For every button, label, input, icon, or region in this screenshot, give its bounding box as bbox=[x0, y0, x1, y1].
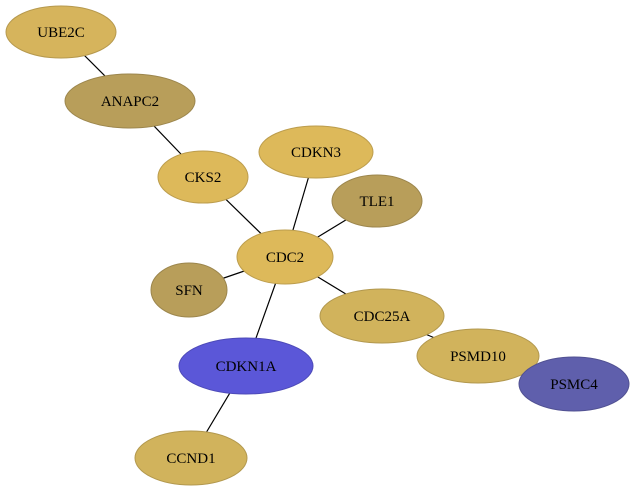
node-cks2[interactable]: CKS2 bbox=[157, 150, 249, 204]
node-label-sfn: SFN bbox=[175, 283, 203, 299]
node-shape-psmd10[interactable] bbox=[416, 328, 540, 384]
node-label-cdc25a: CDC25A bbox=[354, 309, 411, 325]
node-shape-tle1[interactable] bbox=[331, 174, 423, 228]
node-label-cdkn3: CDKN3 bbox=[291, 145, 341, 161]
node-shape-ccnd1[interactable] bbox=[134, 430, 248, 486]
node-label-cks2: CKS2 bbox=[185, 170, 222, 186]
node-shape-ube2c[interactable] bbox=[5, 5, 117, 59]
node-label-tle1: TLE1 bbox=[360, 194, 395, 210]
node-shape-psmc4[interactable] bbox=[518, 356, 630, 412]
node-anapc2[interactable]: ANAPC2 bbox=[64, 73, 196, 129]
node-shape-sfn[interactable] bbox=[150, 262, 228, 318]
node-cdkn3[interactable]: CDKN3 bbox=[258, 125, 374, 179]
node-psmd10[interactable]: PSMD10 bbox=[416, 328, 540, 384]
node-label-cdkn1a: CDKN1A bbox=[216, 359, 277, 375]
node-shape-cdkn1a[interactable] bbox=[178, 337, 314, 395]
node-label-psmd10: PSMD10 bbox=[450, 349, 506, 365]
node-shape-cdc25a[interactable] bbox=[319, 288, 445, 344]
node-tle1[interactable]: TLE1 bbox=[331, 174, 423, 228]
node-ccnd1[interactable]: CCND1 bbox=[134, 430, 248, 486]
node-label-cdc2: CDC2 bbox=[266, 250, 304, 266]
node-shape-cdc2[interactable] bbox=[236, 229, 334, 285]
node-cdc25a[interactable]: CDC25A bbox=[319, 288, 445, 344]
node-cdc2[interactable]: CDC2 bbox=[236, 229, 334, 285]
node-label-psmc4: PSMC4 bbox=[550, 377, 598, 393]
node-ube2c[interactable]: UBE2C bbox=[5, 5, 117, 59]
node-sfn[interactable]: SFN bbox=[150, 262, 228, 318]
node-psmc4[interactable]: PSMC4 bbox=[518, 356, 630, 412]
node-cdkn1a[interactable]: CDKN1A bbox=[178, 337, 314, 395]
node-label-ccnd1: CCND1 bbox=[166, 451, 215, 467]
node-label-ube2c: UBE2C bbox=[37, 25, 85, 41]
node-shape-cks2[interactable] bbox=[157, 150, 249, 204]
node-shape-cdkn3[interactable] bbox=[258, 125, 374, 179]
node-shape-anapc2[interactable] bbox=[64, 73, 196, 129]
node-label-anapc2: ANAPC2 bbox=[101, 94, 159, 110]
